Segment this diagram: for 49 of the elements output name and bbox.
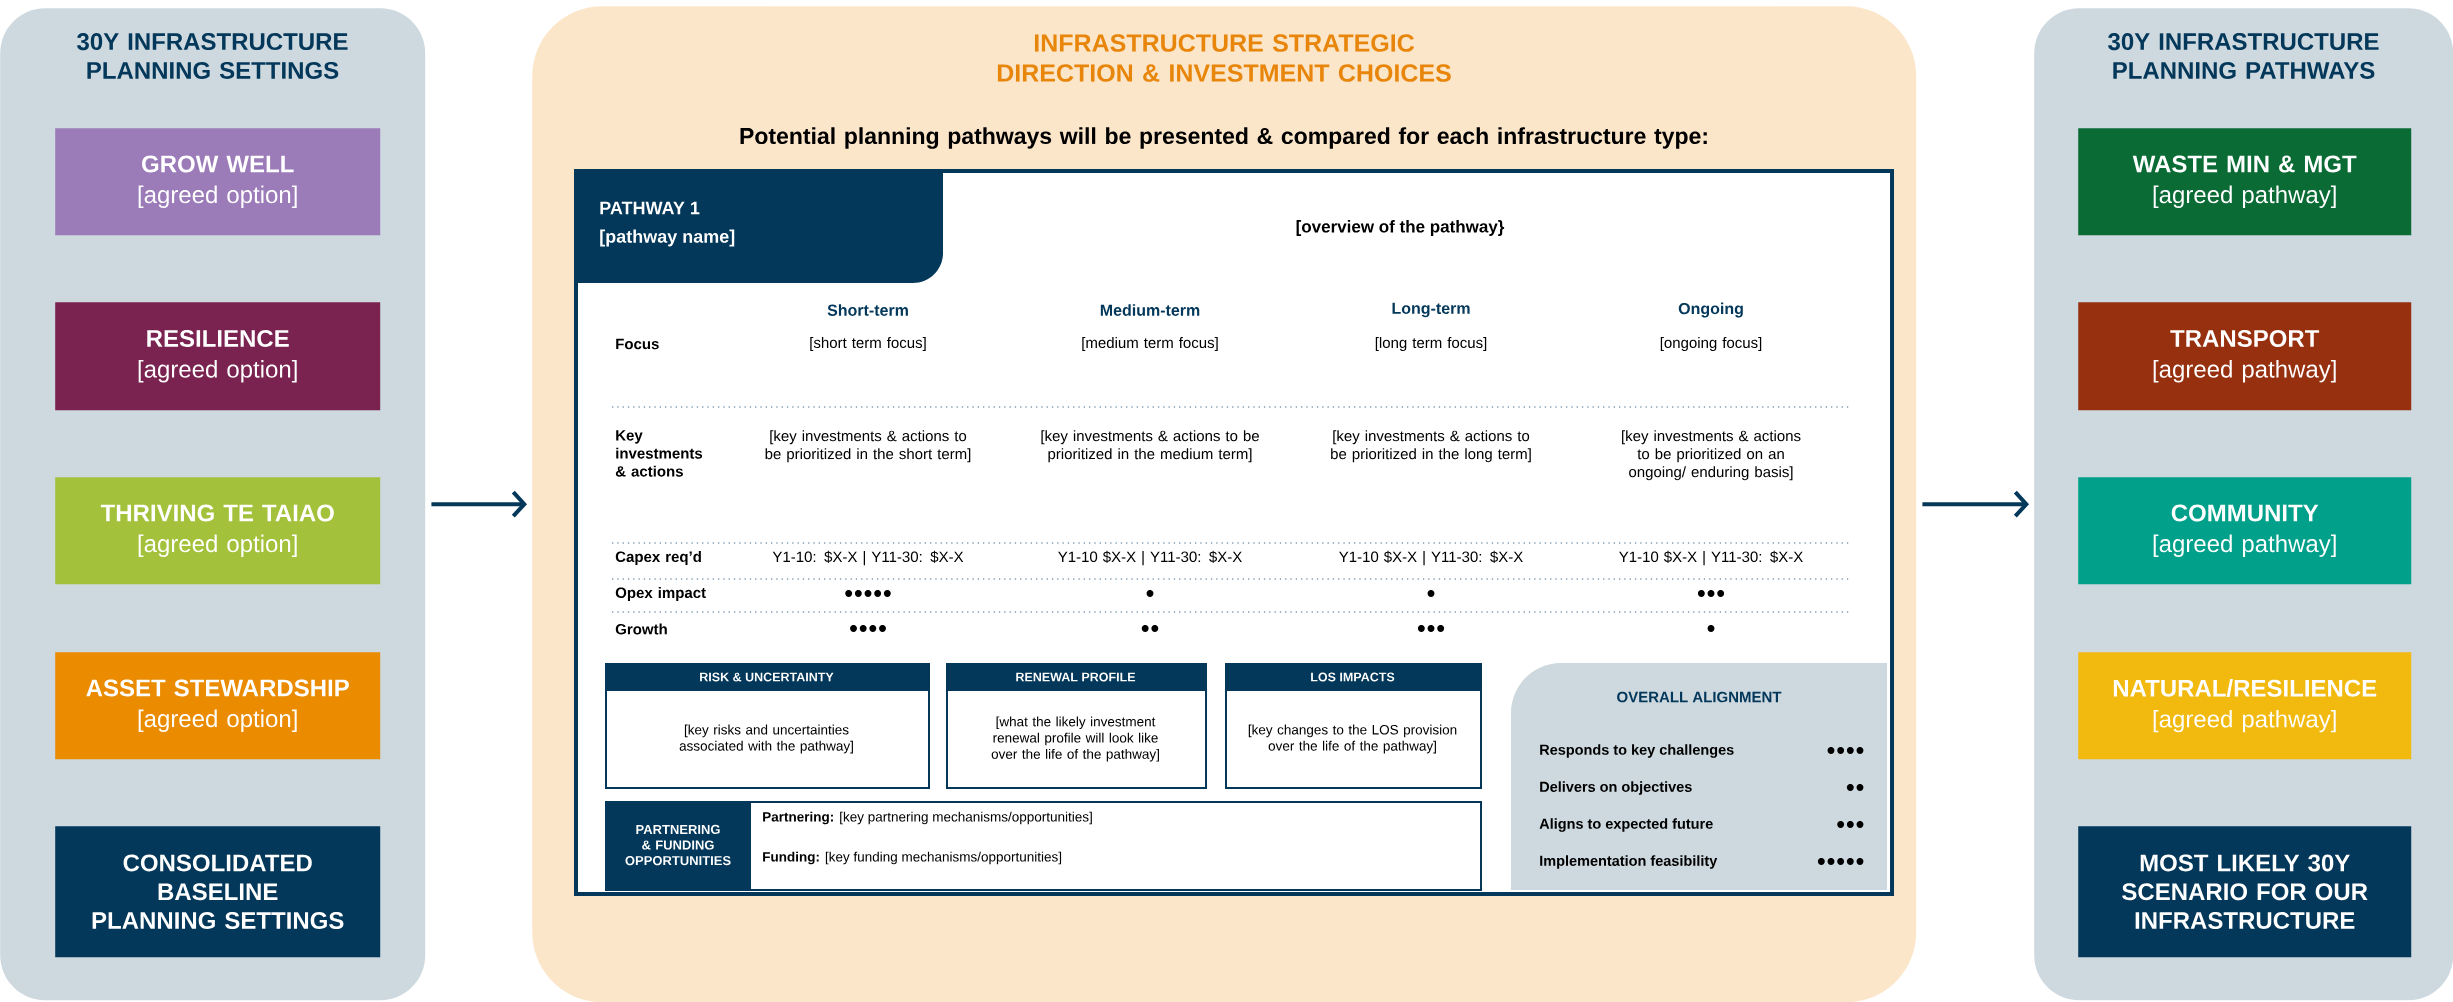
rating-dots: ●●●●● [845,590,891,597]
column-heading: Short-term [827,304,908,316]
node-label: [pathway name] [600,229,735,247]
rating-dots: ●●● [1697,590,1725,597]
table-cell: [long term focus] [1375,337,1487,351]
row-label: Key investments & actions [615,430,703,477]
table-cell: [key investments & actions to be prioritized in the long term] [1331,430,1531,463]
option-box: NATURAL/RESILIENCE [agreed pathway] [2078,652,2412,760]
rating-dots: ●●●● [850,625,886,632]
column-heading: Ongoing [1678,302,1743,318]
row-label: Capex req’d [615,551,701,565]
option-box: WASTE MIN & MGT [agreed pathway] [2078,128,2412,236]
info-box: LOS IMPACTS [key changes to the LOS provision over the life of the pathway] [1225,663,1482,789]
table-cell: [medium term focus] [1082,337,1218,351]
option-box: TRANSPORT [agreed pathway] [2078,302,2412,411]
table-cell: [ongoing focus] [1660,337,1762,351]
column-heading: Medium-term [1100,304,1200,316]
rating-dots: ●● [1141,625,1159,632]
option-box: ASSET STEWARDSHIP [agreed option] [55,652,381,760]
table-cell: [key investments & actions to be prioritized in the short term] [765,430,971,463]
info-box: RISK & UNCERTAINTY [key risks and uncertainties associated with the pathway] [605,663,930,789]
pathway-tab: PATHWAY 1 [pathway name] [577,172,943,283]
table-cell: Y1-10 $X-X | Y11-30: $X-X [1339,550,1523,566]
option-box: CONSOLIDATED BASELINE PLANNING SETTINGS [55,826,381,958]
table-cell: [key investments & actions to be prioritized on an ongoing/ enduring basis] [1622,430,1801,481]
row-label: Focus [616,338,659,350]
info-box: RENEWAL PROFILE [what the likely investment renewal profile will look like over the life of the pathway] [946,663,1207,789]
alignment-panel: OVERALL ALIGNMENT Responds to key challenges ●●●● Delivers on objectives ●● Aligns to expected future ●●● Implementation feasibility ●●●●● [1511,663,1887,890]
option-box: COMMUNITY [agreed pathway] [2078,477,2412,585]
table-cell: [key investments & actions to be prioritized in the medium term] [1041,430,1259,463]
rating-dots: ●●● [1417,625,1445,632]
table-cell: Y1-10: $X-X | Y11-30: $X-X [772,550,964,566]
option-box: THRIVING TE TAIAO [agreed option] [55,477,381,585]
table-cell: Y1-10 $X-X | Y11-30: $X-X [1619,550,1803,566]
option-box: RESILIENCE [agreed option] [55,302,381,411]
row-label: Growth [615,623,667,635]
rating-dots: ● [1146,590,1154,597]
arrow [431,490,527,518]
table-cell: Y1-10 $X-X | Y11-30: $X-X [1058,550,1242,566]
arrow [1922,490,2030,518]
option-box: GROW WELL [agreed option] [55,128,381,236]
table-cell: [short term focus] [810,337,926,351]
column-heading: Long-term [1392,302,1470,318]
rating-dots: ● [1427,590,1435,597]
rating-dots: ● [1707,625,1715,632]
partnering-box: PARTNERING & FUNDING OPPORTUNITIES Partnering: [key partnering mechanisms/opportunities] Funding: [key funding mechanisms/opportunities] [605,801,1482,891]
option-box: MOST LIKELY 30Y SCENARIO FOR OUR INFRASTRUCTURE [2078,826,2412,958]
node-label: PATHWAY 1 [600,201,700,215]
row-label: Opex impact [615,587,706,601]
